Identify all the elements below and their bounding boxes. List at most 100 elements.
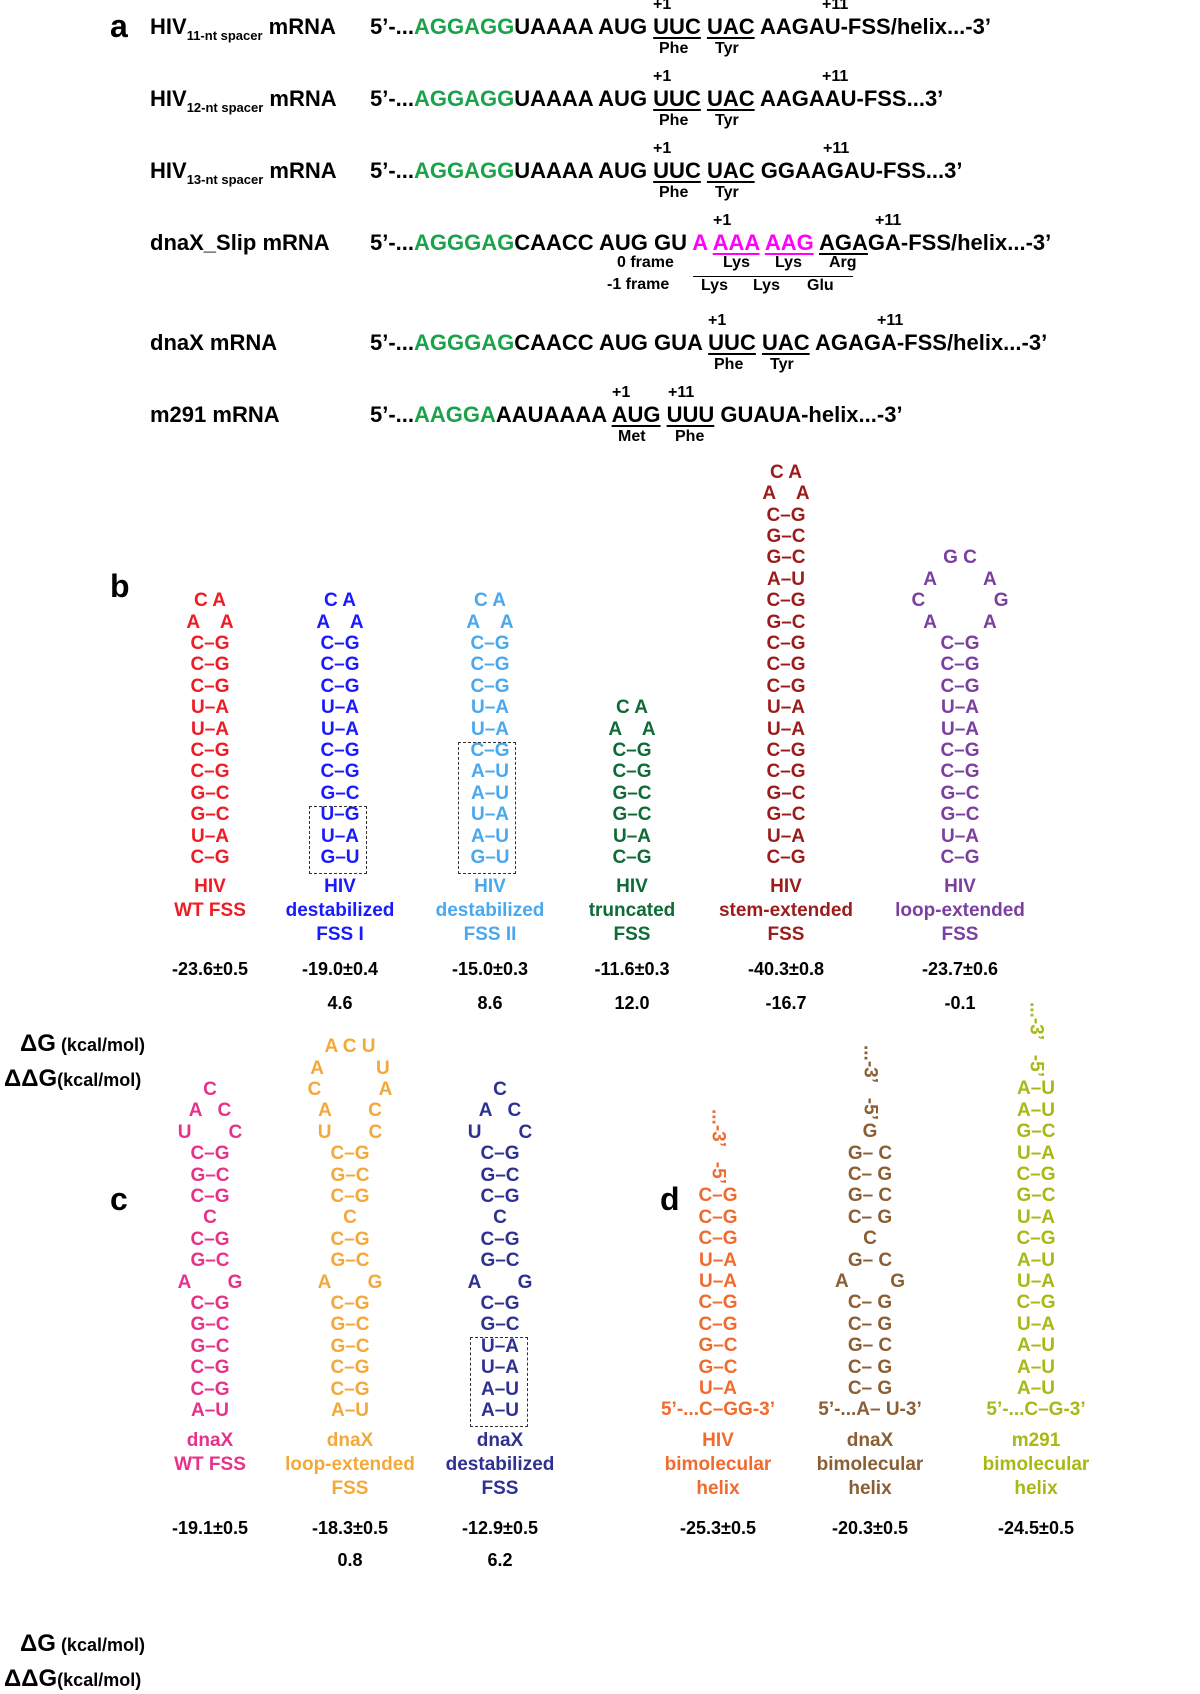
spacer: CAACC AUG GUA [514,330,709,355]
hairpin-nucleotide-line: U–A [480,1335,519,1357]
hairpin-nucleotide-line: A–U [480,1378,519,1400]
mrna-name-subscript: 11-nt spacer [186,28,263,43]
helix-nucleotide-line: U–A [698,1271,737,1292]
hairpin-nucleotide-line: C–G [940,740,980,761]
codon-3: AGA [819,230,868,255]
helix-nucleotide-line: C [863,1228,877,1250]
destabilized-region-box-3 [470,1337,528,1427]
sequence-tail: GGAAGAU-FSS...3’ [760,158,963,183]
hairpin-nucleotide-line: A G [467,1271,533,1293]
mrna-name-main: m291 [150,402,207,427]
hairpin-nucleotide-line: A G [317,1271,383,1293]
codon-1: AUG [611,402,661,427]
minus1-frame-amino-acid: Lys [701,277,728,294]
sequence-tail: AGAGA-FSS/helix...-3’ [814,330,1048,355]
hairpin-nucleotide-line: C–G [320,740,360,761]
delta-g-value: -23.7±0.6 [922,959,998,979]
hairpin-nucleotide-line: C–G [766,654,806,676]
helix-nucleotide-line: U–A [1016,1313,1055,1335]
helix-nucleotide-line: U–A [698,1378,737,1399]
position-plus11: +11 [823,140,850,157]
delta-delta-g-value: -0.1 [944,993,976,1013]
position-plus1: +1 [653,68,672,85]
shine-dalgarno: AGGGAG [414,230,515,255]
hairpin-nucleotide-line: A–U [470,825,509,847]
hairpin-nucleotide-line: C–G [190,761,230,783]
delta-delta-g-value: -16.7 [765,993,807,1013]
hairpin-nucleotide-line: C–G [480,1186,520,1207]
spacer: AAUAAAA [495,402,612,427]
codon-1: UUC [653,86,701,111]
helix-nucleotide-line: G– C [847,1142,893,1164]
hairpin-nucleotide-line: C–G [190,654,230,676]
hairpin-nucleotide-line: A–U [766,568,805,590]
hairpin-nucleotide-line: C A [307,1079,393,1100]
helix-nucleotide-line: C– G [847,1164,893,1185]
hairpin-nucleotide-line: G–U [320,847,360,868]
mrna-name: HIV12-nt spacer mRNA [150,86,337,121]
hairpin-nucleotide-line: C–G [190,740,230,761]
hairpin-nucleotide-line: C–G [480,1228,520,1250]
hairpin-nucleotide-line: C–G [766,740,806,761]
helix-closing-line: 5’-...A– U-3’ [818,1399,922,1421]
position-plus1: +1 [653,0,672,13]
delta-g-value: -11.6±0.3 [594,959,670,979]
hairpin-nucleotide-line: G–U [470,847,510,868]
helix-nucleotide-line: U–A [1016,1142,1055,1164]
structure-caption: WT FSS [174,1454,246,1475]
hairpin-nucleotide-line: C–G [190,633,230,654]
position-plus1: +1 [612,384,631,401]
helix-nucleotide-line: G– C [847,1249,893,1271]
hairpin-nucleotide-line: G–C [480,1164,520,1186]
hairpin-nucleotide-line: A A [923,611,997,633]
hairpin-nucleotide-line: C [343,1207,357,1229]
hairpin-nucleotide-line: U–A [470,697,509,719]
hairpin-nucleotide-line: C–G [766,847,806,868]
delta-delta-g-value: 8.6 [477,993,503,1013]
hairpin-nucleotide-line: C–G [470,633,510,654]
hairpin-nucleotide-line: U–A [470,804,509,826]
mrna-name-main: dnaX [150,330,204,355]
shine-dalgarno: AGGAGG [414,86,515,111]
position-plus11: +11 [822,0,849,13]
minus1-frame-codon-line [745,276,799,277]
hairpin-nucleotide-line: C–G [190,1143,230,1165]
hairpin-nucleotide-line: A–U [330,1400,369,1421]
sequence-prefix: 5’-... [370,86,415,111]
amino-acid-2: Phe [675,428,705,445]
hairpin-nucleotide-line: G–C [612,782,652,804]
hairpin-nucleotide-line: A–U [480,1400,519,1421]
hairpin-nucleotide-line: G–C [190,1164,230,1186]
hairpin-nucleotide-line: A A [923,568,997,590]
structure-caption: HIV [474,876,506,897]
hairpin-nucleotide-line: C A [769,461,803,483]
helix-nucleotide-line: C–G [698,1206,738,1228]
sequence-tail: AAGAAU-FSS...3’ [759,86,944,111]
helix-nucleotide-line: A–U [1016,1078,1055,1100]
structure-caption: FSS [941,924,979,945]
helix-nucleotide-line: U–A [1016,1271,1055,1292]
hairpin-nucleotide-line: U–A [940,825,979,847]
hairpin-nucleotide-line: G–C [190,1250,230,1272]
hairpin-nucleotide-line: C–G [612,847,652,868]
mrna-name-suffix: mRNA [206,402,280,427]
hairpin-nucleotide-line: C–G [320,761,360,783]
hairpin-nucleotide-line: A–U [190,1400,229,1421]
mrna-name-main: dnaX_Slip [150,230,257,255]
hairpin-nucleotide-line: U–A [766,697,805,719]
hairpin-nucleotide-line: A C [188,1100,232,1122]
hairpin-nucleotide-line: C–G [940,761,980,783]
shine-dalgarno: AGGAGG [414,14,515,39]
hairpin-nucleotide-line: U–A [766,825,805,847]
structure-caption: HIV [944,876,976,897]
helix-nucleotide-line: A–U [1016,1099,1055,1121]
hairpin-nucleotide-line: C–G [330,1143,370,1165]
hairpin-nucleotide-line: A–U [470,782,509,804]
structure-caption: bimolecular [982,1454,1090,1475]
strand-ends-label: ...-3’ -5’ [1025,1002,1047,1077]
delta-delta-g-value: 6.2 [487,1550,513,1570]
hairpin-nucleotide-line: C A [193,590,227,612]
helix-nucleotide-line: A G [834,1271,906,1292]
mrna-name-suffix: mRNA [263,158,337,183]
